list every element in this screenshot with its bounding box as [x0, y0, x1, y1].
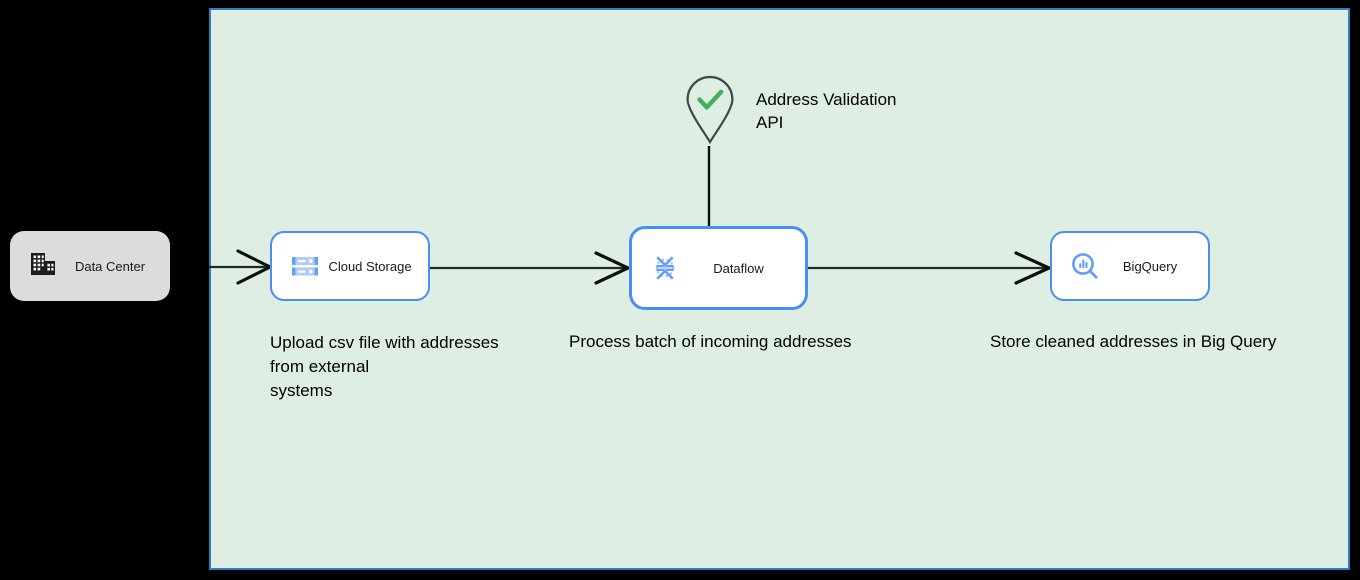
caption-dataflow: Process batch of incoming addresses	[569, 332, 852, 351]
map-pin-check-icon	[684, 74, 736, 151]
node-dataflow-label: Dataflow	[713, 260, 764, 276]
bigquery-icon	[1070, 251, 1100, 281]
node-data-center[interactable]: Data Center	[10, 231, 170, 301]
node-data-center-label: Data Center	[74, 258, 146, 274]
caption-bigquery: Store cleaned addresses in Big Query	[990, 332, 1277, 351]
marker-address-validation-api[interactable]: Address Validation API	[684, 74, 897, 151]
marker-address-validation-api-label: Address Validation API	[756, 90, 897, 132]
data-center-icon	[28, 249, 58, 284]
node-dataflow[interactable]: Dataflow	[629, 226, 808, 310]
dataflow-icon	[650, 253, 680, 283]
node-cloud-storage[interactable]: Cloud Storage	[270, 231, 430, 301]
caption-cloud-storage: Upload csv file with addresses from exte…	[270, 333, 499, 400]
node-cloud-storage-label: Cloud Storage	[328, 258, 412, 274]
cloud-storage-icon	[290, 251, 320, 281]
node-bigquery[interactable]: BigQuery	[1050, 231, 1210, 301]
node-bigquery-label: BigQuery	[1122, 258, 1178, 274]
